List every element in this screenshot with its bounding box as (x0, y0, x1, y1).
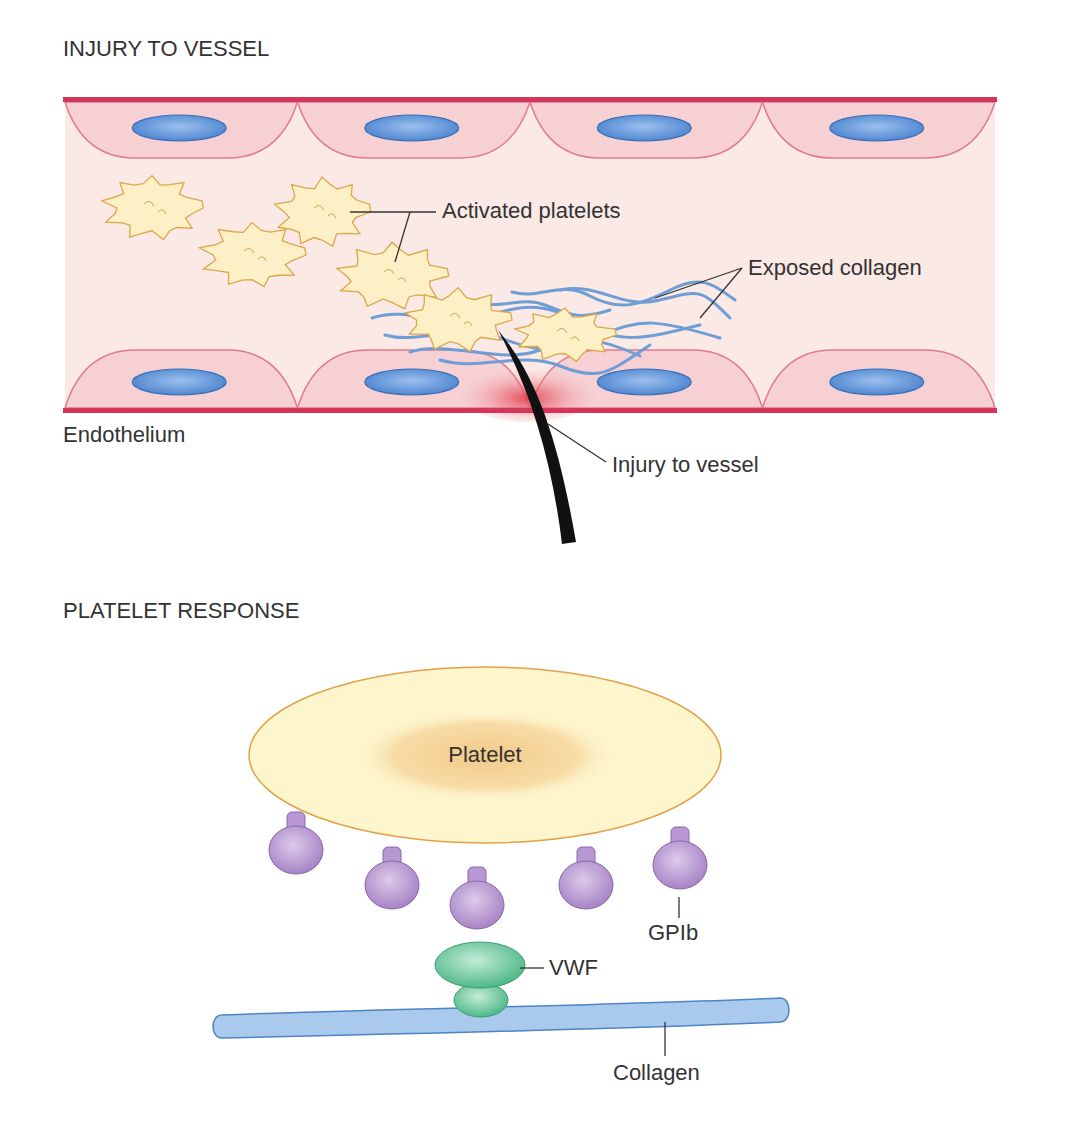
part-label: GPIb (648, 920, 698, 946)
gpib (365, 861, 419, 909)
section-heading: INJURY TO VESSEL (63, 36, 269, 62)
activated-platelet (102, 176, 203, 240)
leader-line (350, 212, 742, 462)
nucleus (365, 115, 459, 141)
platelet-detail (450, 313, 472, 326)
nucleus (830, 115, 924, 141)
gpib (653, 841, 707, 889)
section-heading: PLATELET RESPONSE (63, 598, 299, 624)
part-label: Injury to vessel (612, 452, 759, 478)
platelet-granulomere (353, 710, 617, 802)
vessel-wall (63, 408, 997, 413)
endothelial-cell (763, 350, 996, 408)
injury-blade (498, 330, 576, 544)
gpib (450, 881, 504, 929)
nucleus (132, 115, 226, 141)
part-label: VWF (549, 955, 598, 981)
platelet-detail (557, 328, 579, 341)
endothelial-cell (65, 102, 298, 158)
endothelial-cell (763, 102, 996, 158)
endothelial-cell (530, 102, 763, 158)
node-label: Platelet (448, 742, 521, 768)
platelet-detail (384, 269, 406, 282)
vwf (435, 942, 525, 988)
gpib (559, 861, 613, 909)
gpib (269, 826, 323, 874)
nucleus (830, 369, 924, 395)
activated-platelet (515, 308, 616, 361)
vessel-wall (63, 97, 997, 102)
part-label: Collagen (613, 1060, 700, 1086)
part-label: Exposed collagen (748, 255, 922, 281)
nucleus (365, 369, 459, 395)
nucleus (597, 115, 691, 141)
endothelial-cell (298, 102, 531, 158)
platelet: Platelet (250, 667, 720, 843)
platelet-detail (144, 201, 166, 214)
exposed-collagen (372, 282, 735, 374)
part-label: Endothelium (63, 422, 185, 448)
platelet-detail (244, 248, 266, 261)
endothelial-cell (65, 350, 298, 408)
platelet-body (249, 667, 721, 843)
activated-platelet (405, 288, 512, 352)
nucleus (132, 369, 226, 395)
part-label: Activated platelets (442, 198, 621, 224)
nucleus (597, 369, 691, 395)
platelet-detail (314, 205, 336, 218)
activated-platelet (199, 223, 306, 287)
gpib-receptors (269, 812, 707, 929)
